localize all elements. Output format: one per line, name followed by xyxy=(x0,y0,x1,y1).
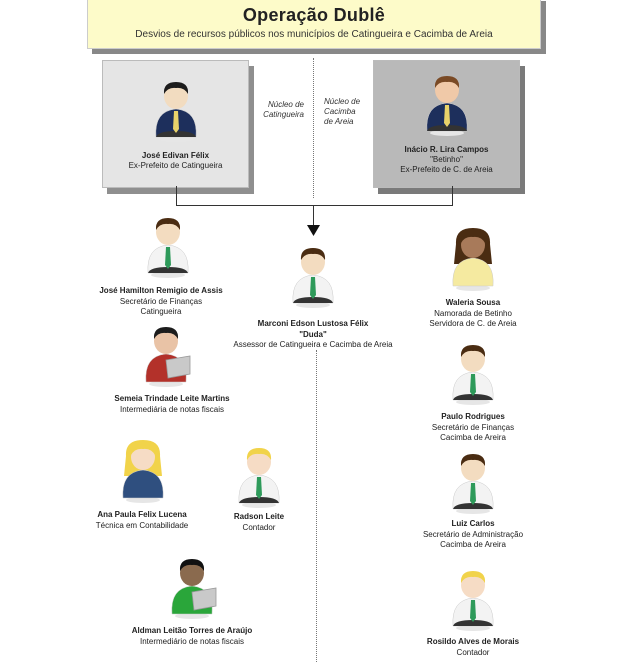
person-role: Secretário de Finanças xyxy=(119,296,203,306)
leader-box-catingueira: José Edivan Félix Ex-Prefeito de Catingu… xyxy=(102,60,249,188)
person-role: Namorada de Betinho xyxy=(434,308,512,318)
person-role: Intermediária de notas fiscais xyxy=(119,404,225,414)
person-aldman: Aldman Leitão Torres de Araújo Intermedi… xyxy=(132,626,252,647)
person-jose-hamilton: José Hamilton Remigio de Assis Secretári… xyxy=(99,286,222,318)
person-name: Paulo Rodrigues xyxy=(441,412,505,421)
connector xyxy=(313,205,314,227)
page-subtitle: Desvios de recursos públicos nos municíp… xyxy=(135,29,493,40)
person-name: Aldman Leitão Torres de Araújo xyxy=(131,626,253,635)
person-role: Contador xyxy=(242,522,276,532)
label-line: Núcleo de xyxy=(324,97,361,106)
label-line: Cacimba xyxy=(324,107,356,116)
leader-box-cacimba: Inácio R. Lira Campos "Betinho" Ex-Prefe… xyxy=(373,60,520,188)
connector xyxy=(176,205,453,206)
person-icon xyxy=(140,213,196,284)
person-ana-paula: Ana Paula Felix Lucena Técnica em Contab… xyxy=(96,510,189,531)
person-role: Assessor de Catingueira e Cacimba de Are… xyxy=(233,340,393,349)
person-icon xyxy=(445,566,501,637)
person-radson: Radson Leite Contador xyxy=(234,512,284,533)
person-marconi: Marconi Edson Lustosa Félix "Duda" Asses… xyxy=(233,319,392,351)
divider-line xyxy=(316,350,317,662)
person-role: Catingueira xyxy=(140,307,182,316)
person-icon xyxy=(148,77,204,148)
divider-line xyxy=(313,58,314,198)
label-line: Núcleo de xyxy=(267,100,304,109)
person-icon xyxy=(419,71,475,142)
person-role: Contador xyxy=(456,647,490,657)
person-icon xyxy=(445,340,501,411)
person-icon xyxy=(285,243,341,314)
person-rosildo: Rosildo Alves de Morais Contador xyxy=(427,637,519,658)
person-nickname: "Duda" xyxy=(299,329,327,339)
person-icon xyxy=(231,443,287,514)
page-title: Operação Dublê xyxy=(242,5,386,25)
person-role: Cacimba de Areira xyxy=(440,433,506,442)
person-name: Marconi Edson Lustosa Félix xyxy=(257,319,369,328)
person-name: Luiz Carlos xyxy=(451,519,495,528)
title-box: Operação Dublê Desvios de recursos públi… xyxy=(87,0,541,49)
leader-nickname: "Betinho" xyxy=(430,155,463,164)
person-name: Semeia Trindade Leite Martins xyxy=(114,394,230,403)
person-role: Servidora de C. de Areia xyxy=(429,319,517,328)
person-paulo: Paulo Rodrigues Secretário de Finanças C… xyxy=(432,412,514,444)
person-name: Waleria Sousa xyxy=(445,298,501,307)
person-name: José Hamilton Remigio de Assis xyxy=(99,286,223,295)
connector xyxy=(452,186,453,206)
person-name: Radson Leite xyxy=(233,512,285,521)
nucleo-catingueira-label: Núcleo de Catingueira xyxy=(240,100,304,120)
leader-role: Ex-Prefeito de Catingueira xyxy=(128,161,223,170)
person-role: Secretário de Administração xyxy=(422,529,524,539)
person-role: Intermediário de notas fiscais xyxy=(139,636,245,646)
leader-role: Ex-Prefeito de C. de Areia xyxy=(400,165,493,174)
leader-name: Inácio R. Lira Campos xyxy=(404,145,489,154)
person-luiz: Luiz Carlos Secretário de Administração … xyxy=(423,519,523,551)
person-waleria: Waleria Sousa Namorada de Betinho Servid… xyxy=(429,298,516,330)
label-line: de Areia xyxy=(324,117,354,126)
leader-name: José Edivan Félix xyxy=(141,151,210,160)
person-icon xyxy=(445,449,501,520)
person-icon xyxy=(164,554,220,625)
person-name: Ana Paula Felix Lucena xyxy=(97,510,187,519)
label-line: Catingueira xyxy=(263,110,304,119)
person-icon xyxy=(138,322,194,393)
person-role: Técnica em Contabilidade xyxy=(95,520,189,530)
arrow-down-icon xyxy=(307,225,320,236)
person-name: Rosildo Alves de Morais xyxy=(426,637,520,646)
person-role: Secretário de Finanças xyxy=(431,422,515,432)
connector xyxy=(176,186,177,206)
person-semeia: Semeia Trindade Leite Martins Intermediá… xyxy=(114,394,229,415)
nucleo-cacimba-label: Núcleo de Cacimba de Areia xyxy=(324,97,384,127)
person-role: Cacimba de Areira xyxy=(440,540,506,549)
person-icon xyxy=(445,226,501,297)
person-icon xyxy=(115,438,171,509)
